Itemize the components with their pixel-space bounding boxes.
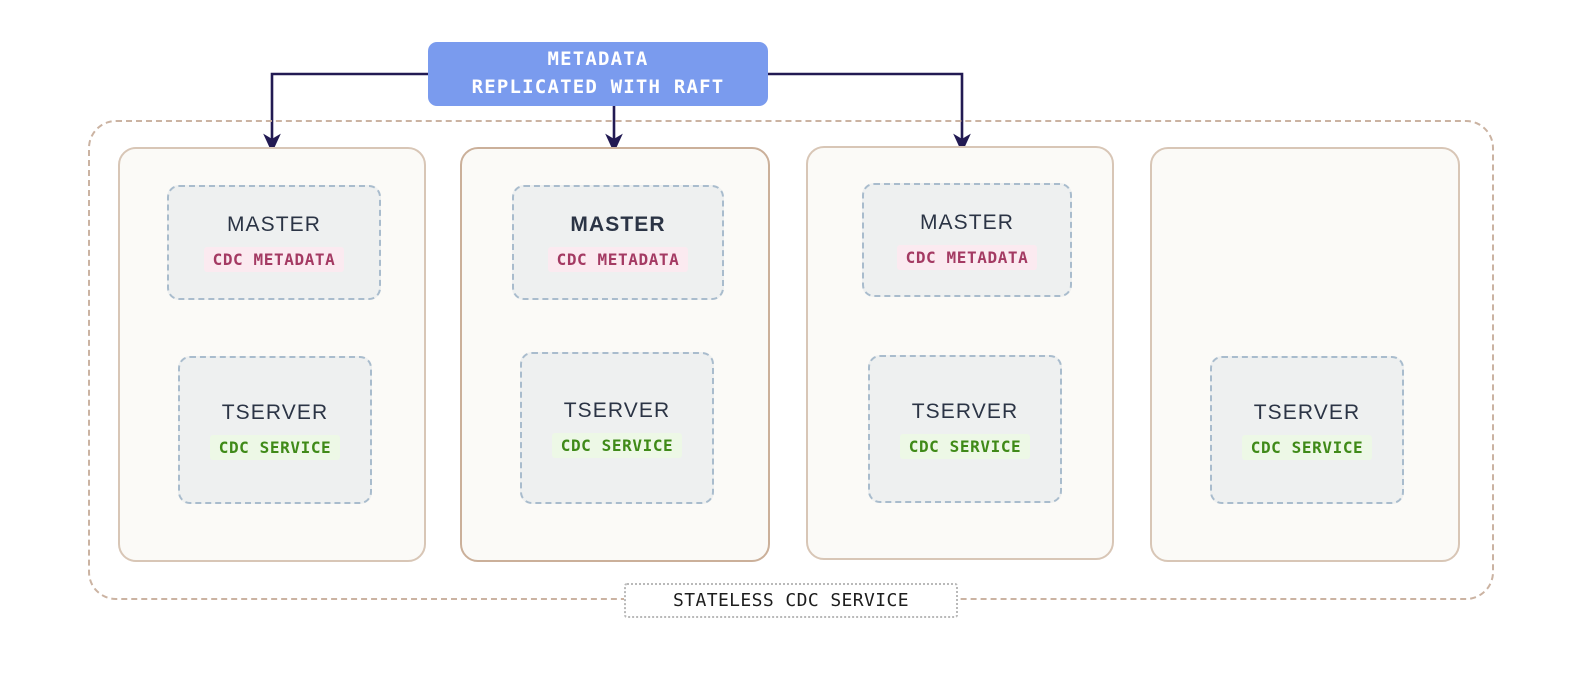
tserver-process-1[interactable]: TSERVER CDC SERVICE [178,356,372,504]
node-card-1[interactable]: MASTER CDC METADATA TSERVER CDC SERVICE [118,147,426,562]
metadata-banner-line-1: METADATA [547,48,649,71]
tserver-label-1: TSERVER [221,400,329,424]
tserver-process-4[interactable]: TSERVER CDC SERVICE [1210,356,1404,504]
node-card-2[interactable]: MASTER CDC METADATA TSERVER CDC SERVICE [460,147,770,562]
master-label-1: MASTER [226,213,322,236]
cdc-metadata-tag-3: CDC METADATA [896,244,1038,270]
cluster-caption: STATELESS CDC SERVICE [624,583,958,618]
tserver-label-4: TSERVER [1253,400,1361,424]
tserver-label-3: TSERVER [911,399,1019,423]
node-card-4[interactable]: TSERVER CDC SERVICE [1150,147,1460,562]
metadata-banner-line-2: REPLICATED WITH RAFT [471,76,725,98]
cdc-service-tag-2: CDC SERVICE [551,432,683,458]
master-label-2: MASTER [570,213,666,236]
cdc-service-tag-1: CDC SERVICE [209,434,341,460]
tserver-process-3[interactable]: TSERVER CDC SERVICE [868,355,1062,503]
node-card-3[interactable]: MASTER CDC METADATA TSERVER CDC SERVICE [806,146,1114,560]
cluster-caption-label: STATELESS CDC SERVICE [673,590,909,611]
master-process-1[interactable]: MASTER CDC METADATA [167,185,381,300]
master-label-3: MASTER [919,210,1015,234]
tserver-process-2[interactable]: TSERVER CDC SERVICE [520,352,714,504]
master-process-3[interactable]: MASTER CDC METADATA [862,183,1072,297]
cdc-service-tag-3: CDC SERVICE [899,433,1031,459]
metadata-banner: METADATA REPLICATED WITH RAFT [428,42,768,106]
cdc-metadata-tag-2: CDC METADATA [547,247,689,272]
tserver-label-2: TSERVER [563,398,671,422]
master-process-2[interactable]: MASTER CDC METADATA [512,185,724,300]
cdc-service-tag-4: CDC SERVICE [1241,434,1373,460]
cdc-metadata-tag-1: CDC METADATA [203,247,345,272]
